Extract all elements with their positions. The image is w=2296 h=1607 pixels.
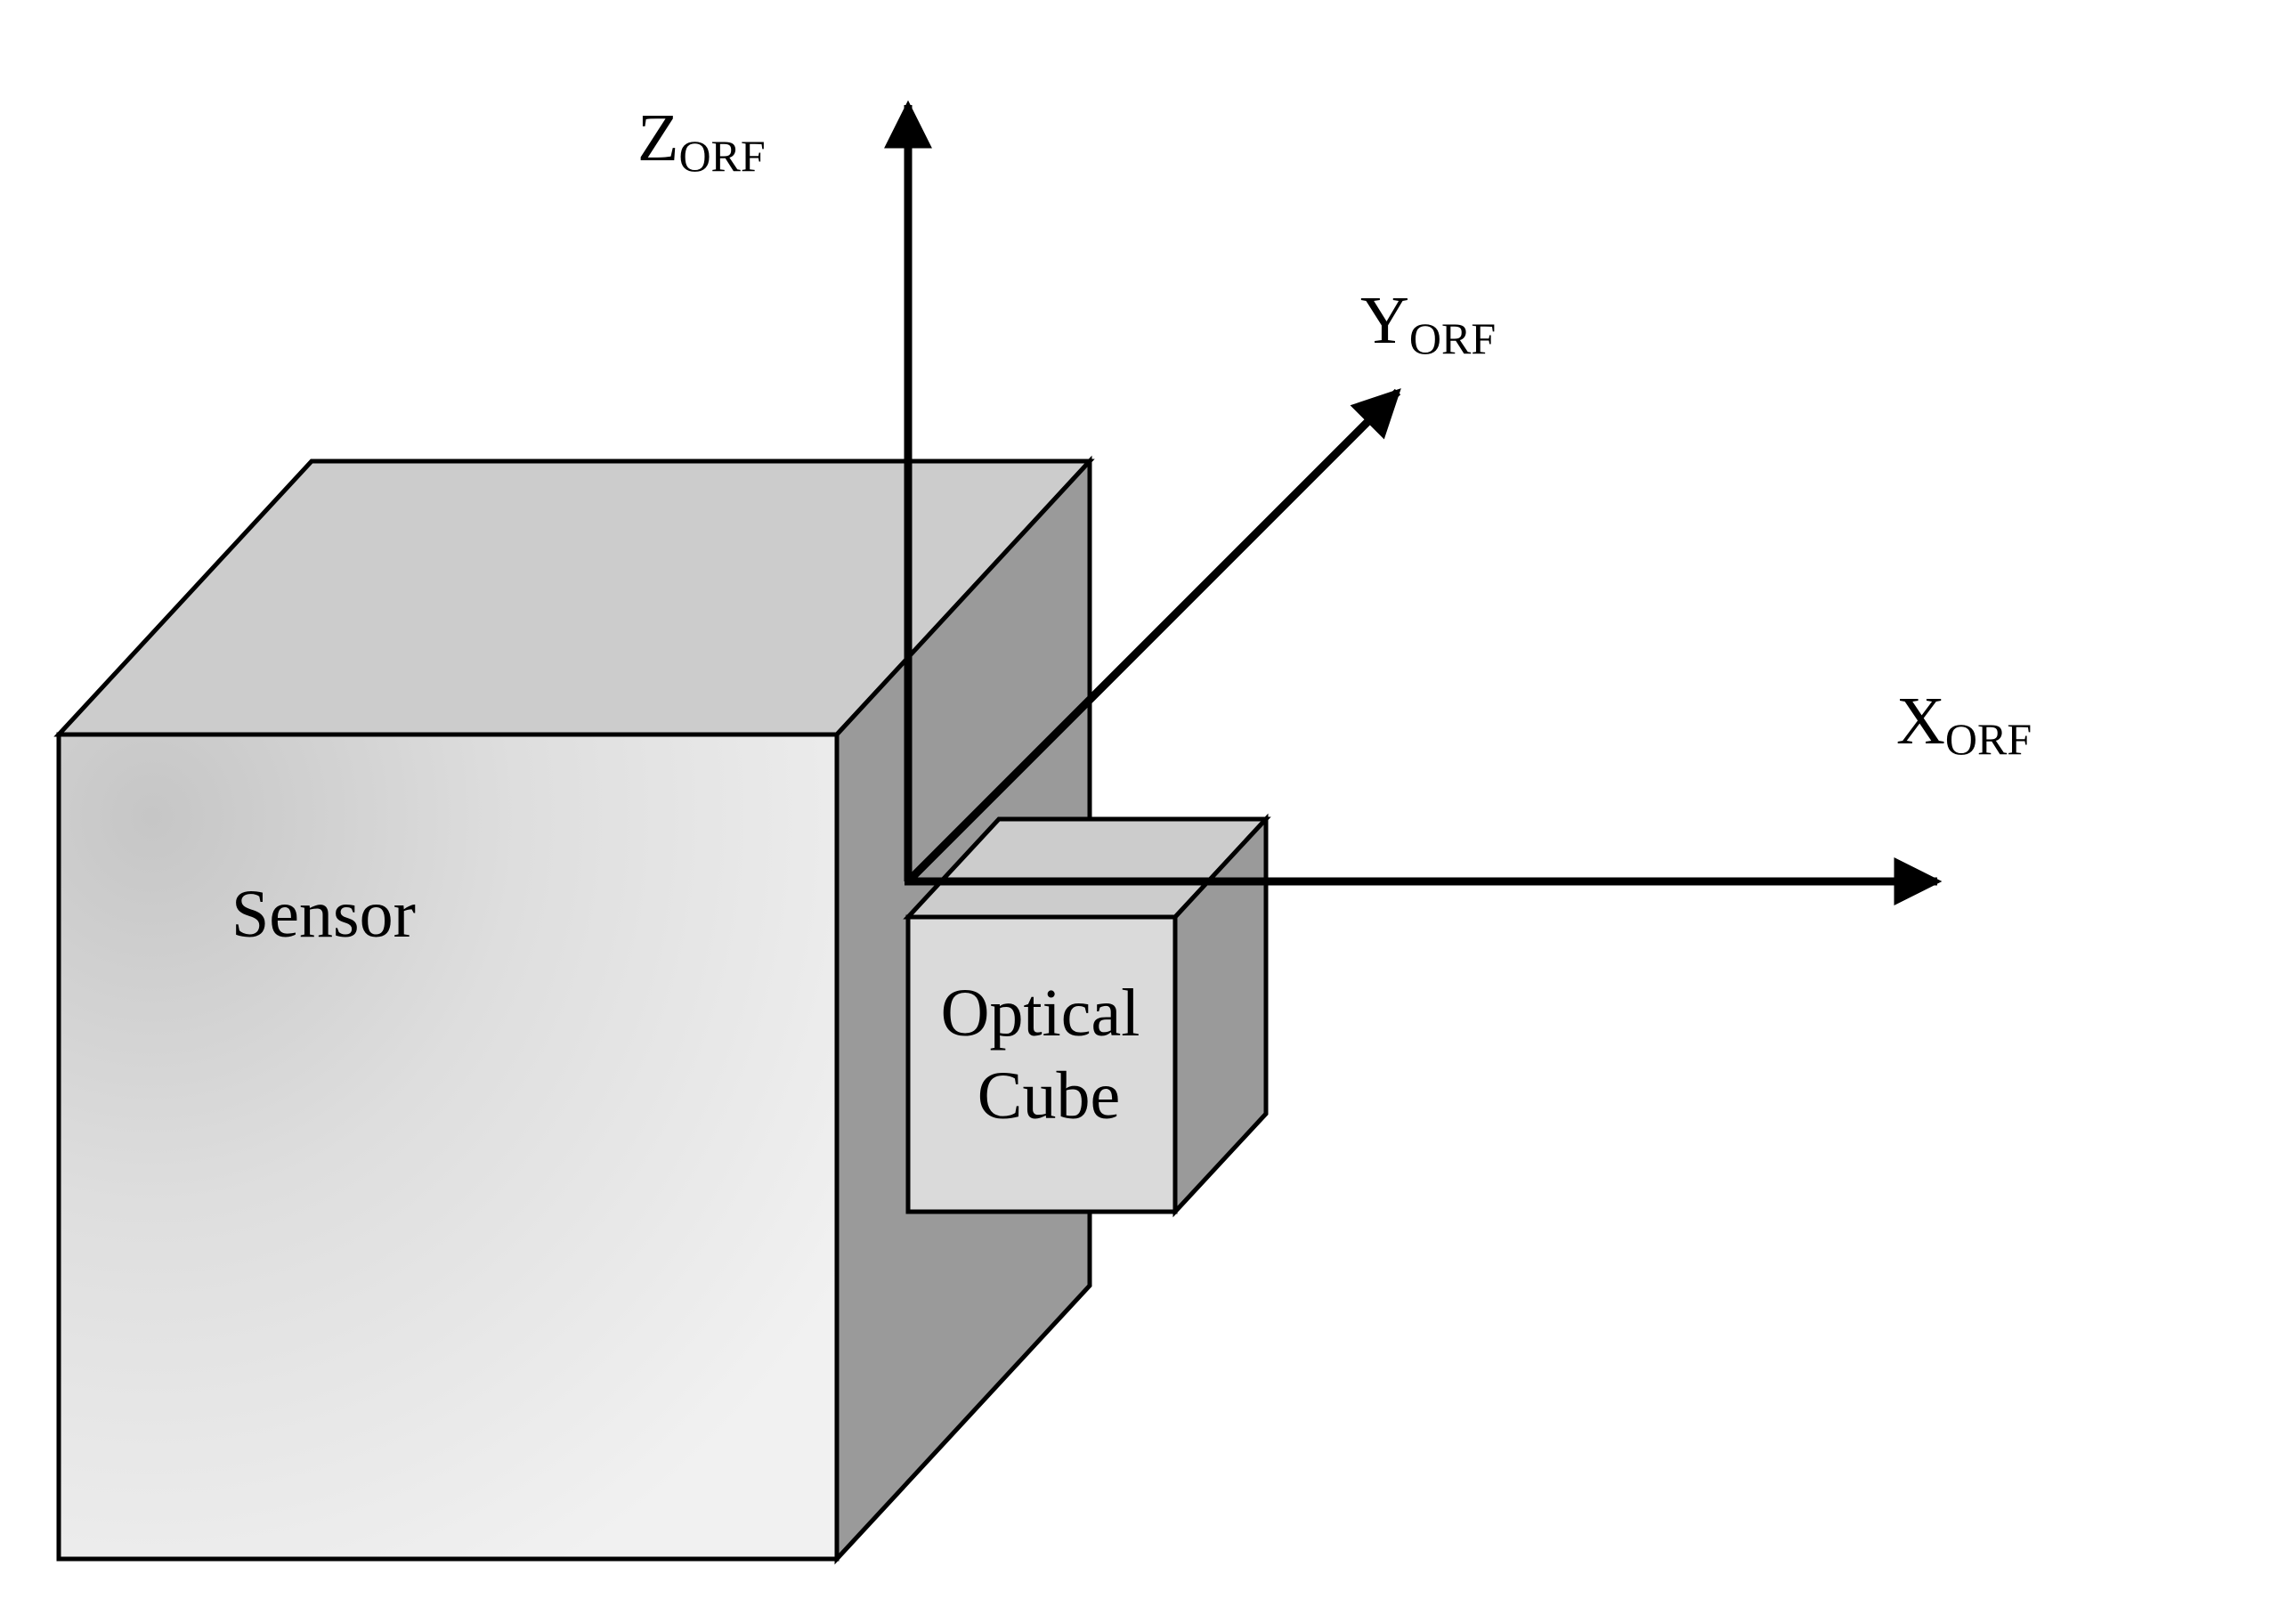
orf-axes bbox=[884, 100, 1943, 905]
y-axis-label-main: Y bbox=[1360, 283, 1409, 358]
optical-cube-label-line1: Optical bbox=[941, 976, 1140, 1051]
sensor-label: Sensor bbox=[231, 877, 416, 952]
x-axis-label-main: X bbox=[1896, 684, 1945, 759]
z-axis-label-main: Z bbox=[637, 101, 678, 175]
y-axis-arrow bbox=[905, 388, 1401, 885]
optical-cube-box bbox=[903, 813, 1271, 1218]
optical-cube-front-face bbox=[905, 914, 1178, 1214]
y-axis-label-subscript: ORF bbox=[1409, 313, 1496, 363]
sensor-front-face bbox=[56, 732, 840, 1562]
z-axis-label: ZORF bbox=[637, 101, 766, 181]
x-axis-label-subscript: ORF bbox=[1945, 714, 2032, 764]
optical-cube-label: Optical Cube bbox=[941, 976, 1157, 1133]
sensor-box bbox=[53, 455, 1095, 1565]
z-axis-label-subscript: ORF bbox=[678, 131, 765, 181]
optical-cube-label-line2: Cube bbox=[978, 1059, 1120, 1133]
x-axis-label: XORF bbox=[1896, 684, 2032, 764]
y-axis-label: YORF bbox=[1360, 283, 1496, 363]
